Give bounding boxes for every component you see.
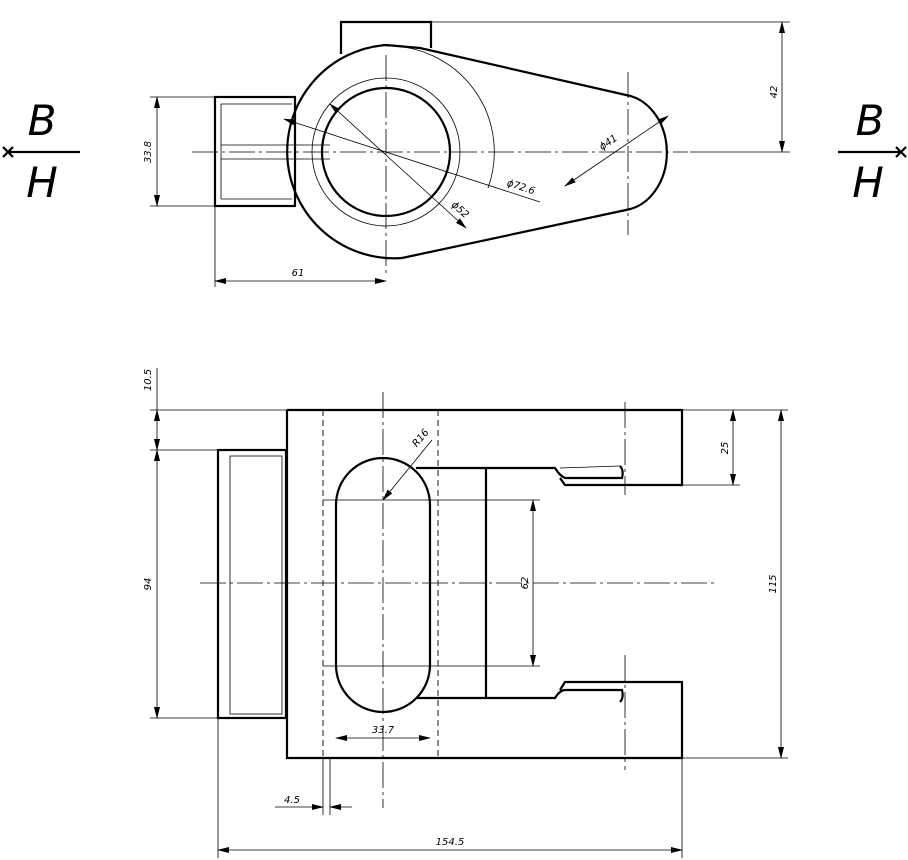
cross-icon xyxy=(895,146,907,158)
dim-10-5-label: 10.5 xyxy=(143,369,154,391)
section-label-left-bottom: H xyxy=(26,158,58,207)
dim-d52-label: ϕ52 xyxy=(449,200,471,221)
dim-d72-6-label: ϕ72.6 xyxy=(505,178,536,197)
dim-62-label: 62 xyxy=(520,577,531,590)
dim-r16-label: R16 xyxy=(411,427,432,449)
section-marker-left: B H xyxy=(2,96,80,207)
lower-slot xyxy=(416,688,624,703)
front-view: 10.5 94 R16 25 115 62 33.7 4.5 154. xyxy=(143,368,788,858)
dim-115-label: 115 xyxy=(768,574,779,593)
dim-154-5-label: 154.5 xyxy=(436,837,465,848)
upper-slot xyxy=(416,465,624,480)
dim-61-label: 61 xyxy=(292,268,305,279)
leader-d52 xyxy=(329,103,467,229)
section-label-right-top: B xyxy=(856,96,885,145)
leader-d41 xyxy=(564,115,669,187)
top-boss xyxy=(339,20,433,54)
dim-33-7-label: 33.7 xyxy=(372,725,395,736)
fork-body-outline xyxy=(285,408,684,760)
hub-outline xyxy=(286,43,403,260)
left-stub xyxy=(213,95,297,208)
dim-42-label: 42 xyxy=(769,86,780,99)
section-label-right-bottom: H xyxy=(852,158,884,207)
dim-4-5-label: 4.5 xyxy=(284,795,300,806)
section-label-left-top: B xyxy=(28,96,57,145)
left-plate xyxy=(216,448,288,720)
cross-icon xyxy=(2,146,14,158)
lever-arm-outline xyxy=(385,43,668,260)
dim-33-8-label: 33.8 xyxy=(143,141,154,163)
leader-r16 xyxy=(382,439,433,501)
dim-94-label: 94 xyxy=(143,578,154,591)
dim-d41-label: ϕ41 xyxy=(598,133,620,153)
oblong-slot xyxy=(334,456,432,714)
dim-25-label: 25 xyxy=(720,442,731,455)
top-view: 42 33.8 61 ϕ72.6 ϕ52 ϕ41 xyxy=(143,20,790,287)
section-marker-right: B H xyxy=(838,96,907,207)
